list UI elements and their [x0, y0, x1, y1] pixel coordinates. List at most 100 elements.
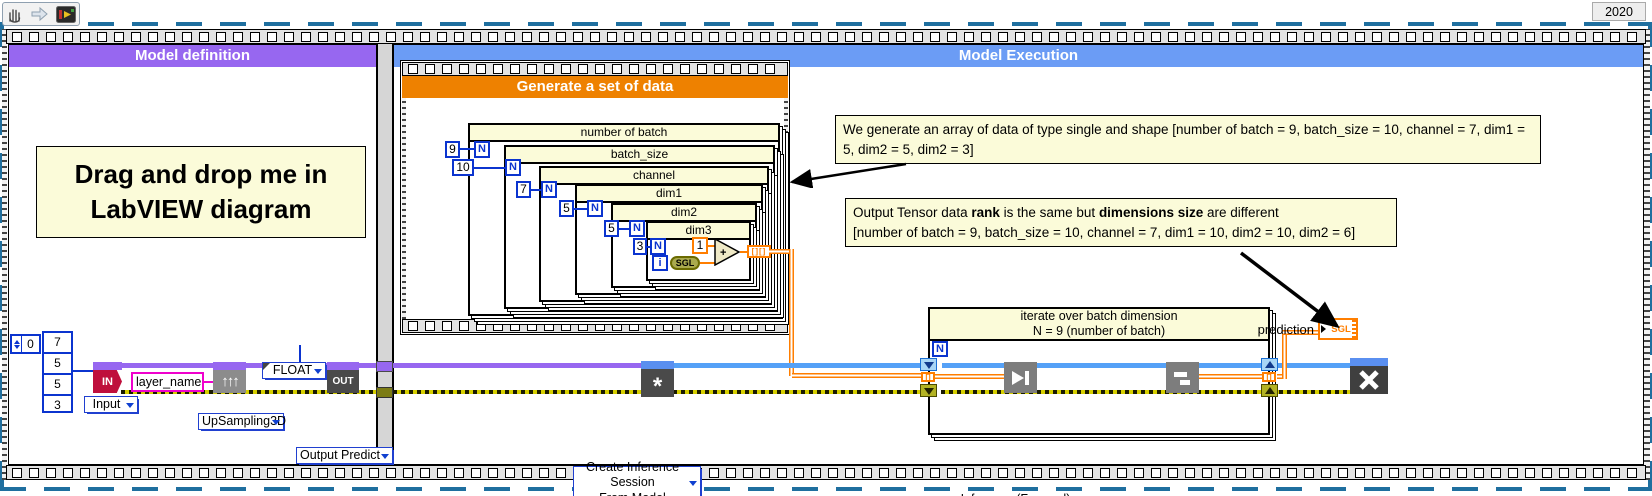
- shift-register-left-error: [920, 384, 937, 397]
- string-wire: [203, 381, 214, 383]
- generate-band-bottom: [402, 319, 788, 333]
- upsampling3d-selector[interactable]: UpSampling3D: [198, 413, 286, 430]
- float-type-selector[interactable]: FLOAT: [262, 362, 326, 379]
- layer-name-input[interactable]: layer_name: [131, 372, 204, 392]
- model-cap: [327, 362, 359, 370]
- labview-version-badge: 2020: [1592, 2, 1646, 21]
- iteration-terminal[interactable]: i: [652, 255, 668, 271]
- input-layer-node[interactable]: IN: [93, 362, 122, 393]
- array-cell[interactable]: 5: [44, 375, 71, 396]
- loop-count-terminal[interactable]: N: [474, 141, 490, 158]
- navigate-arrow-icon[interactable]: [30, 6, 49, 22]
- generate-band-top: [402, 62, 788, 76]
- vi-snippet-icon[interactable]: [55, 5, 76, 23]
- array-cell[interactable]: 7: [44, 333, 71, 354]
- create-session-node[interactable]: *: [641, 361, 674, 399]
- count-constant-5b[interactable]: 5: [604, 220, 619, 237]
- sequence-edge-right: [1644, 29, 1650, 480]
- loop-count-terminal[interactable]: N: [629, 220, 645, 237]
- sequence-edge-left: [2, 29, 7, 480]
- count-wire: [459, 148, 476, 150]
- array-wire: [1199, 374, 1263, 379]
- loop-count-terminal[interactable]: N: [587, 200, 603, 217]
- floating-toolbar: [2, 2, 80, 26]
- coercion-corner: [263, 363, 270, 370]
- count-constant-7[interactable]: 7: [516, 181, 531, 198]
- error-tunnel: [376, 387, 393, 398]
- array-edge: [1352, 320, 1356, 338]
- add-function[interactable]: +: [714, 238, 741, 266]
- array-wire: [935, 374, 1005, 379]
- array-wire: [769, 249, 794, 254]
- indexing-tunnel-stack: [][]: [747, 245, 771, 258]
- array-index-box[interactable]: 0: [10, 334, 41, 354]
- close-x-icon: [1359, 370, 1379, 390]
- play-step-icon: [1011, 370, 1029, 385]
- create-session-selector[interactable]: Create Inference SessionFrom Model: [573, 460, 701, 496]
- up-arrows-icon: ↑↑↑: [213, 370, 246, 393]
- inference-loss-node[interactable]: [1004, 362, 1037, 393]
- array-wire: [792, 373, 923, 378]
- array-wire: [789, 249, 794, 376]
- output-predict-node[interactable]: OUT: [327, 362, 359, 393]
- output-comment[interactable]: Output Tensor data rank is the same but …: [845, 198, 1397, 248]
- count-constant-3[interactable]: 3: [633, 238, 647, 255]
- count-constant-5[interactable]: 5: [559, 200, 574, 217]
- pan-hand-icon[interactable]: [6, 5, 23, 23]
- array-cell[interactable]: 3: [54, 398, 61, 412]
- generate-data-header: Generate a set of data: [402, 76, 788, 98]
- index-spinner[interactable]: [12, 336, 22, 352]
- session-cap: [641, 361, 674, 369]
- generate-edge-right: [784, 98, 788, 319]
- array-wire: [1282, 330, 1318, 335]
- array-arrow: [1321, 325, 1330, 333]
- session-wire: [1271, 363, 1352, 368]
- inference-output-node[interactable]: [1166, 362, 1199, 393]
- prediction-label: prediction: [1257, 322, 1314, 337]
- session-cap: [1350, 358, 1388, 366]
- loop-label: batch_size: [506, 147, 773, 164]
- comment-arrow-output: [1239, 251, 1340, 329]
- shift-register-right-error: [1261, 384, 1278, 397]
- shift-register-left-session: [920, 358, 937, 371]
- loop-count-terminal[interactable]: N: [932, 341, 948, 357]
- output-predict-selector[interactable]: Output Predict: [296, 447, 393, 464]
- selection-dash-right: [1648, 26, 1652, 487]
- error-wire: [121, 390, 377, 394]
- count-wire: [618, 228, 631, 230]
- to-single-conversion[interactable]: SGL: [670, 256, 700, 270]
- orange-wire: [700, 262, 715, 264]
- connector-icon: [1173, 371, 1190, 385]
- loop-count-terminal[interactable]: N: [650, 238, 666, 255]
- indexing-tunnel-left: []: [921, 372, 935, 382]
- comment-arrow-generate: [789, 162, 907, 188]
- sequence-band-bottom: [6, 465, 1646, 480]
- shift-register-right-session: [1261, 358, 1278, 371]
- upsampling3d-node[interactable]: ↑↑↑: [213, 362, 246, 393]
- indexing-tunnel-right: []: [1262, 372, 1276, 382]
- selection-dash-bottom: [0, 487, 1652, 491]
- svg-text:+: +: [720, 247, 726, 259]
- drag-drop-note[interactable]: Drag and drop me in LabVIEW diagram: [36, 146, 366, 238]
- shape-array-constant[interactable]: 7 5 5 3: [42, 331, 73, 413]
- sequence-band-top: [6, 29, 1646, 44]
- orange-wire: [740, 251, 749, 253]
- input-selector[interactable]: Input: [84, 396, 138, 413]
- loop-count-terminal[interactable]: N: [505, 159, 521, 176]
- count-constant-9[interactable]: 9: [445, 141, 460, 158]
- model-definition-frame: Model definition: [8, 44, 377, 465]
- float-wire: [299, 345, 301, 363]
- count-constant-10[interactable]: 10: [452, 159, 474, 176]
- generate-comment[interactable]: We generate an array of data of type sin…: [835, 115, 1541, 165]
- session-wire: [942, 363, 1262, 368]
- increment-constant[interactable]: 1: [692, 237, 708, 254]
- loop-count-terminal[interactable]: N: [541, 181, 557, 198]
- array-cell[interactable]: 5: [44, 354, 71, 375]
- array-wire: [1282, 332, 1287, 379]
- shape-wire: [72, 370, 93, 372]
- model-wire: [393, 363, 644, 368]
- destroy-session-node[interactable]: [1350, 358, 1388, 394]
